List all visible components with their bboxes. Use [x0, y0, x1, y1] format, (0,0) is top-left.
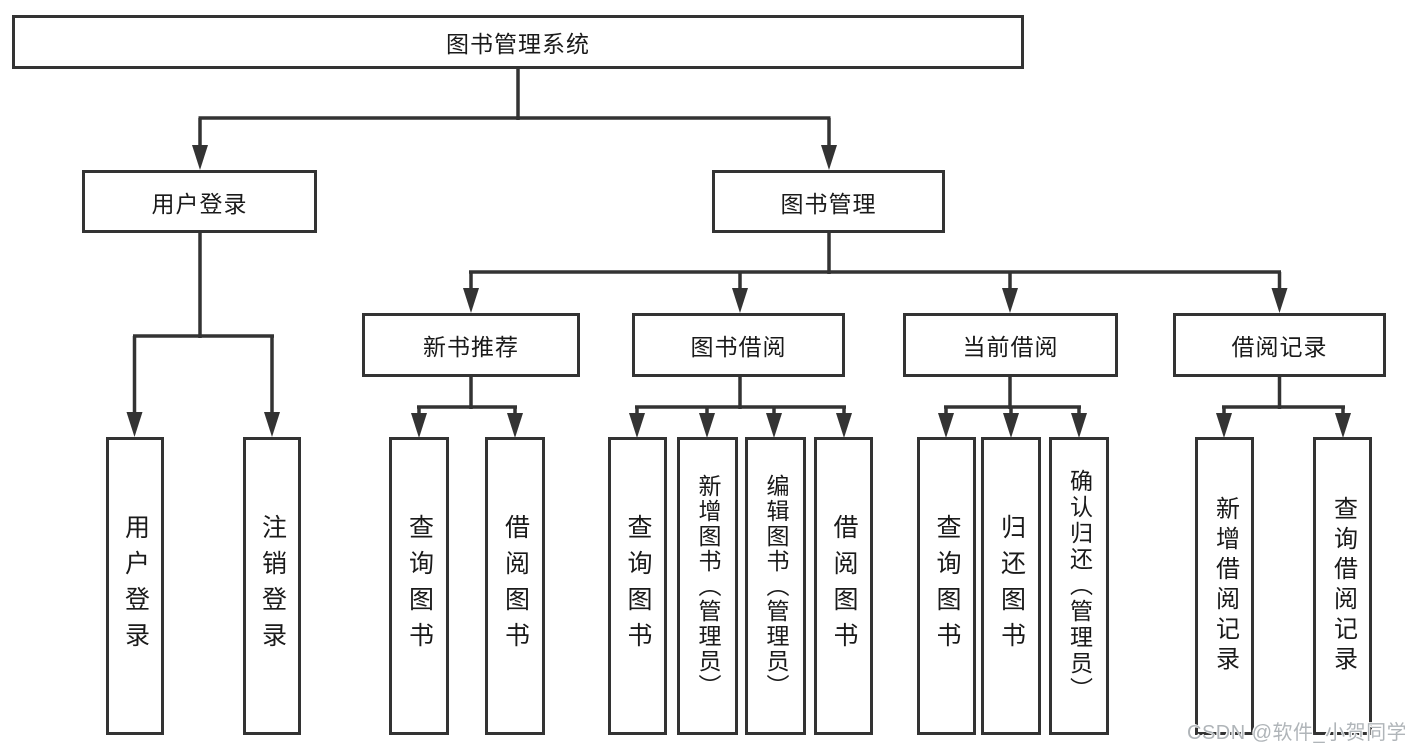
- leaf-return-books: 归还图书: [981, 437, 1041, 735]
- leaf-label: 归还图书: [997, 514, 1026, 658]
- leaf-borrow-books-1: 借阅图书: [485, 437, 545, 735]
- leaf-user-login: 用户登录: [106, 437, 164, 735]
- leaf-confirm-return-admin: 确认归还（管理员）: [1049, 437, 1109, 735]
- leaf-label: 借阅图书: [830, 514, 858, 658]
- leaf-add-borrow-record: 新增借阅记录: [1195, 437, 1254, 735]
- leaf-label: 新增图书（管理员）: [695, 473, 721, 699]
- leaf-add-books-admin: 新增图书（管理员）: [677, 437, 738, 735]
- node-book-management: 图书管理: [712, 170, 945, 233]
- node-current-borrowing: 当前借阅: [903, 313, 1118, 377]
- leaf-query-books-3: 查询图书: [917, 437, 976, 735]
- leaf-label: 查询图书: [624, 514, 652, 658]
- leaf-borrow-books-2: 借阅图书: [814, 437, 873, 735]
- leaf-label: 注销登录: [258, 514, 287, 658]
- leaf-label: 用户登录: [121, 514, 150, 658]
- leaf-label: 确认归还（管理员）: [1066, 469, 1093, 703]
- leaf-edit-books-admin: 编辑图书（管理员）: [745, 437, 806, 735]
- leaf-logout-login: 注销登录: [243, 437, 301, 735]
- node-library-management-system: 图书管理系统: [12, 15, 1024, 69]
- node-user-login-branch: 用户登录: [82, 170, 317, 233]
- leaf-query-books-2: 查询图书: [608, 437, 667, 735]
- leaf-label: 查询图书: [405, 514, 434, 658]
- leaf-label: 查询借阅记录: [1329, 496, 1357, 676]
- node-book-borrowing: 图书借阅: [632, 313, 845, 377]
- node-new-book-recommend: 新书推荐: [362, 313, 580, 377]
- leaf-query-books-1: 查询图书: [389, 437, 449, 735]
- leaf-label: 查询图书: [933, 514, 961, 658]
- leaf-query-borrow-record: 查询借阅记录: [1313, 437, 1372, 735]
- csdn-watermark: CSDN @软件_小贺同学: [1187, 722, 1405, 744]
- node-borrowing-records: 借阅记录: [1173, 313, 1386, 377]
- leaf-label: 借阅图书: [501, 514, 530, 658]
- leaf-label: 编辑图书（管理员）: [763, 473, 789, 699]
- leaf-label: 新增借阅记录: [1211, 496, 1239, 676]
